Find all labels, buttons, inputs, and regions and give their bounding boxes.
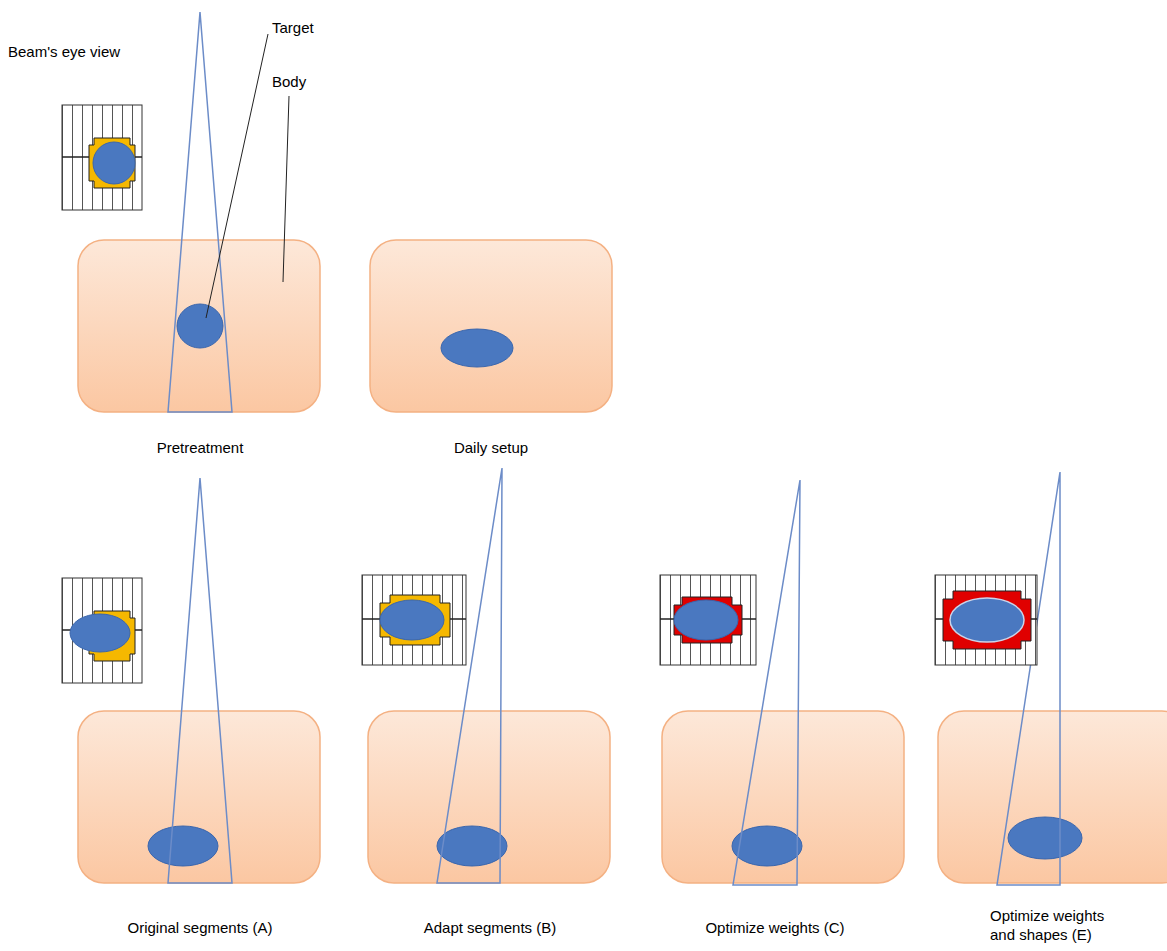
callout-label: Body — [272, 72, 306, 91]
callout-label: Beam's eye view — [8, 42, 120, 61]
beams-eye-view — [660, 575, 756, 665]
panel-caption: Optimize weights and shapes (E) — [990, 906, 1130, 944]
scene-b — [368, 468, 610, 883]
panel-caption: Optimize weights (C) — [705, 918, 844, 937]
beams-eye-view — [62, 578, 142, 683]
panel-caption: Daily setup — [454, 438, 528, 457]
beams-eye-view — [62, 105, 142, 210]
panel-caption: Adapt segments (B) — [424, 918, 557, 937]
callout-label: Target — [272, 18, 314, 37]
scene-e — [938, 472, 1167, 885]
leader-line — [283, 96, 289, 282]
pretreatment-scene — [78, 12, 320, 412]
panel-caption: Pretreatment — [157, 438, 244, 457]
daily-setup-scene — [370, 240, 612, 412]
scene-c — [662, 480, 904, 885]
beams-eye-view — [935, 575, 1037, 665]
panel-caption: Original segments (A) — [127, 918, 272, 937]
leader-line — [206, 34, 268, 318]
beams-eye-view — [362, 575, 466, 665]
